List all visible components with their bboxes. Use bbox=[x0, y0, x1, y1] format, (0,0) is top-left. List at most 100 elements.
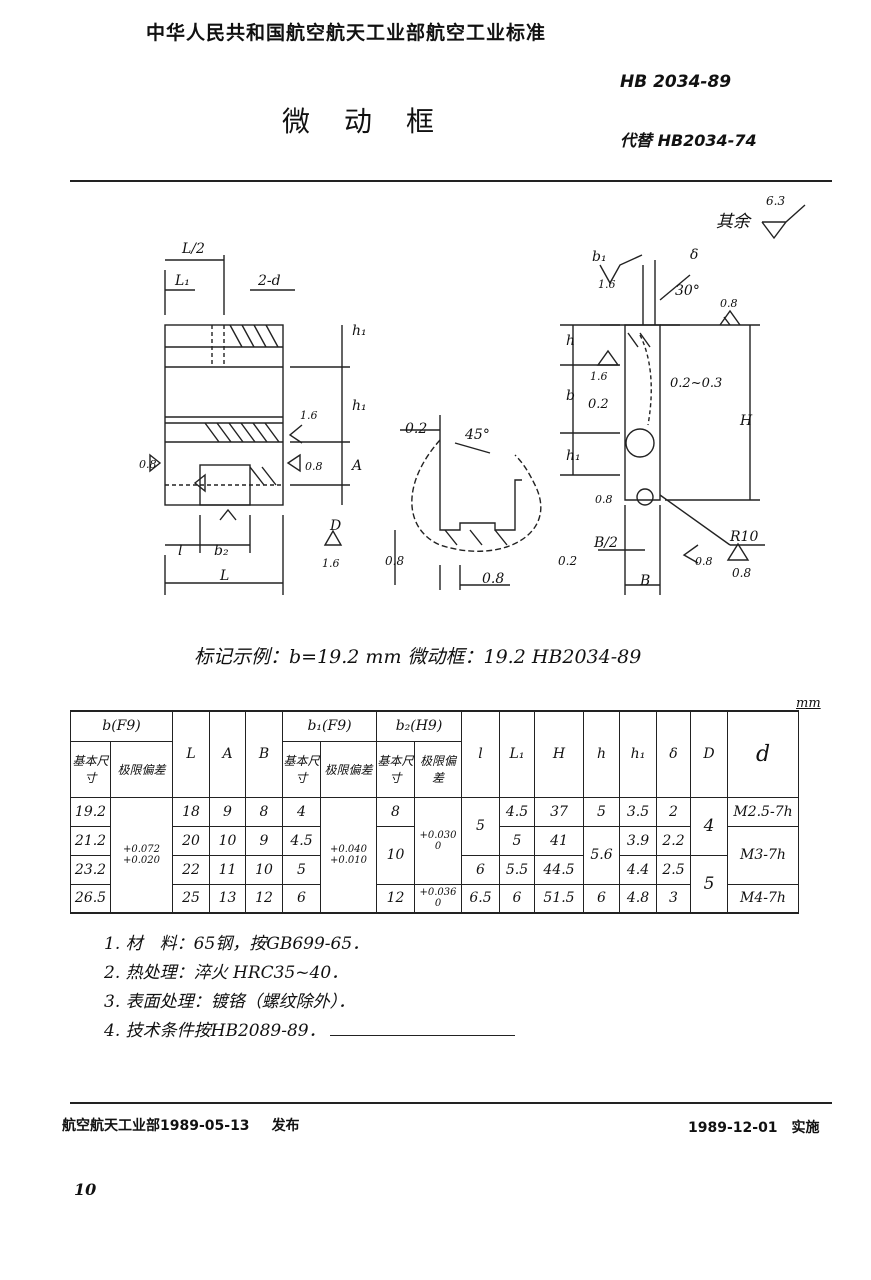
cell-A: 13 bbox=[209, 883, 246, 914]
top-rule bbox=[70, 180, 832, 182]
head-d: d bbox=[727, 710, 799, 798]
label-H: H bbox=[739, 413, 753, 429]
tol-upper: +0.072 bbox=[122, 843, 160, 855]
marking-example: 标记示例：b=19.2 mm 微动框：19.2 HB2034-89 bbox=[194, 646, 642, 668]
technical-drawing: L/2 L₁ 2-d h₁ h₁ A l b₂ L D 1.6 1.6 0.8 … bbox=[139, 194, 806, 595]
table-row: 19.2 +0.072+0.020 18 9 8 4 +0.040+0.010 … bbox=[70, 796, 799, 914]
head-b2: b₂(H9) bbox=[376, 710, 462, 742]
cell-b2: 10 bbox=[376, 825, 415, 885]
label-h1-top: h₁ bbox=[352, 323, 367, 339]
cell-d: M3-7h bbox=[727, 825, 799, 885]
head-b1: b₁(F9) bbox=[282, 710, 377, 742]
standard-header: 中华人民共和国航空航天工业部航空工业标准 bbox=[146, 22, 547, 44]
roughness-note: 其余 bbox=[716, 212, 752, 232]
cell-H: 51.5 bbox=[534, 883, 584, 914]
head-A: A bbox=[209, 710, 246, 798]
label-hole: 2-d bbox=[257, 273, 281, 289]
tol-lower: 0 bbox=[434, 840, 442, 852]
label-A: A bbox=[350, 458, 362, 474]
tol-upper: +0.030 bbox=[419, 829, 457, 841]
cell-A: 11 bbox=[209, 854, 246, 885]
technical-notes: 1. 材 料：65钢，按GB699-65． 2. 热处理：淬火 HRC35~40… bbox=[104, 930, 515, 1046]
label-D: D bbox=[329, 518, 341, 534]
cell-H: 44.5 bbox=[534, 854, 584, 885]
note-technical-conditions-text: 4. 技术条件按HB2089-89． bbox=[104, 1021, 326, 1041]
label-30: 30° bbox=[675, 283, 700, 299]
rough-right: 0.8 bbox=[305, 460, 323, 473]
label-L: L bbox=[219, 568, 229, 584]
head-b2-basic: 基本尺寸 bbox=[376, 740, 415, 798]
label-02-right: 0.2 bbox=[588, 397, 609, 412]
cell-A: 10 bbox=[209, 825, 246, 856]
cell-delta: 2.2 bbox=[656, 825, 691, 856]
cell-L: 22 bbox=[172, 854, 210, 885]
replaces-note: 代替 HB2034-74 bbox=[620, 131, 757, 150]
cell-l: 6 bbox=[461, 854, 500, 885]
cell-H: 37 bbox=[534, 796, 584, 827]
issuer-line: 航空航天工业部1989-05-13 发布 bbox=[62, 1115, 300, 1135]
head-B: B bbox=[245, 710, 283, 798]
rough-D: 1.6 bbox=[322, 557, 340, 570]
cell-B: 8 bbox=[245, 796, 283, 827]
head-delta: δ bbox=[656, 710, 691, 798]
note-material: 1. 材 料：65钢，按GB699-65． bbox=[104, 934, 370, 954]
rough-inner: 1.6 bbox=[590, 370, 608, 383]
label-B: B bbox=[639, 573, 650, 589]
cell-delta: 2.5 bbox=[656, 854, 691, 885]
label-b: b bbox=[566, 388, 575, 404]
cell-B: 9 bbox=[245, 825, 283, 856]
cell-b1: 5 bbox=[282, 854, 321, 885]
head-h: h bbox=[583, 710, 620, 798]
document-title: 微动框 bbox=[282, 105, 469, 138]
published-label: 发布 bbox=[271, 1118, 300, 1134]
rough-b1: 1.6 bbox=[598, 278, 616, 291]
cell-L1: 5.5 bbox=[499, 854, 535, 885]
cell-h: 6 bbox=[583, 883, 620, 914]
cell-d: M2.5-7h bbox=[727, 796, 799, 827]
cell-b-tol: +0.072+0.020 bbox=[110, 796, 173, 914]
rough-R10: 0.8 bbox=[732, 566, 751, 580]
cell-B: 10 bbox=[245, 854, 283, 885]
cell-h1: 4.4 bbox=[619, 854, 657, 885]
bottom-rule bbox=[70, 1102, 832, 1104]
label-02-detail: 0.2 bbox=[405, 421, 427, 437]
cell-L1: 5 bbox=[499, 825, 535, 856]
tol-lower: +0.020 bbox=[122, 854, 160, 866]
cell-L1: 6 bbox=[499, 883, 535, 914]
rough-hole: 0.8 bbox=[595, 493, 613, 506]
cell-b: 19.2 bbox=[70, 796, 111, 827]
head-h1: h₁ bbox=[619, 710, 657, 798]
cell-h: 5.6 bbox=[583, 825, 620, 885]
label-h: h bbox=[566, 333, 575, 349]
tol-upper: +0.040 bbox=[329, 843, 367, 855]
rough-bottom-right: 0.8 bbox=[695, 555, 713, 568]
note-technical-conditions: 4. 技术条件按HB2089-89． bbox=[104, 1017, 515, 1046]
cell-D: 5 bbox=[690, 854, 728, 914]
head-b1-basic: 基本尺寸 bbox=[282, 740, 321, 798]
label-02-bottom: 0.2 bbox=[558, 554, 577, 568]
cell-L: 25 bbox=[172, 883, 210, 914]
tol-upper: +0.036 bbox=[419, 887, 457, 899]
tol-lower: 0 bbox=[434, 898, 442, 910]
underline-blank bbox=[329, 1035, 515, 1036]
rough-side: 1.6 bbox=[300, 409, 318, 422]
effective-date: 1989-12-01 实施 bbox=[688, 1120, 820, 1136]
unit-label: mm bbox=[796, 696, 821, 711]
note-surface-treatment: 3. 表面处理：镀铬（螺纹除外）． bbox=[104, 992, 356, 1012]
cell-b1: 4 bbox=[282, 796, 321, 827]
head-b: b(F9) bbox=[70, 710, 173, 742]
cell-b1: 6 bbox=[282, 883, 321, 914]
cell-l: 5 bbox=[461, 796, 500, 856]
dimension-table: b(F9) L A B b₁(F9) b₂(H9) l L₁ H h h₁ δ … bbox=[70, 710, 799, 914]
cell-delta: 2 bbox=[656, 796, 691, 827]
cell-h1: 3.5 bbox=[619, 796, 657, 827]
note-heat-treatment: 2. 热处理：淬火 HRC35~40． bbox=[104, 963, 349, 983]
head-b1-dev: 极限偏差 bbox=[320, 740, 377, 798]
cell-b2: 12 bbox=[376, 883, 415, 914]
issuer: 航空航天工业部1989-05-13 bbox=[62, 1118, 250, 1134]
cell-b1: 4.5 bbox=[282, 825, 321, 856]
label-L1: L₁ bbox=[174, 273, 190, 289]
